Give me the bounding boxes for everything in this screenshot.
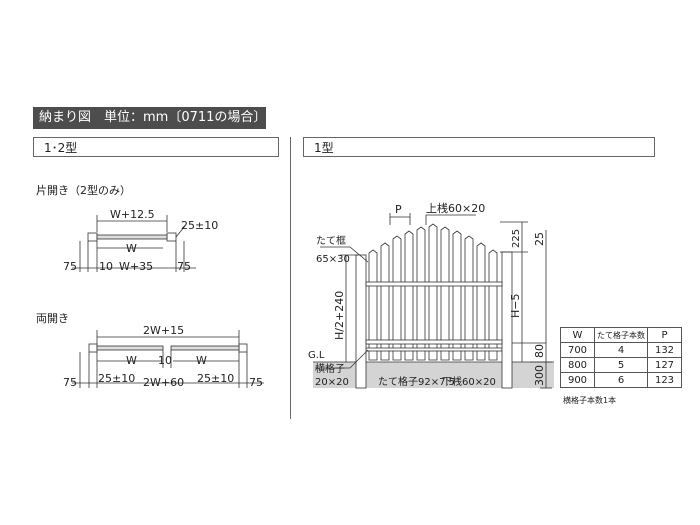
picket-bar — [392, 235, 402, 361]
left-post — [355, 254, 367, 389]
dim-25: 25 — [533, 232, 546, 246]
dim-300: 300 — [533, 365, 546, 386]
single-dim-top: W+12.5 — [110, 208, 155, 221]
table-header-cell: P — [647, 327, 682, 343]
single-dim-left: 75 — [63, 260, 77, 273]
picket-bar — [488, 249, 498, 361]
picket-bar — [428, 223, 438, 361]
picket-bar — [404, 230, 414, 361]
gate-elevation-drawing: P 上桟60×20 たて框 65×30 G.L 横格子 20×20 たて格子92… — [308, 201, 554, 389]
table-cell: 132 — [647, 342, 682, 358]
pitch-label: P — [395, 203, 402, 216]
section-title: 納まり図 単位：mm〔0711の場合〕 — [33, 107, 266, 129]
picket-bar — [440, 226, 450, 361]
top-rail — [365, 281, 503, 287]
picket-bar — [452, 230, 462, 361]
table-header-row: W たて格子本数 P — [560, 327, 682, 343]
horizontal-bar-name: 横格子 — [315, 362, 345, 375]
horizontal-bar — [365, 347, 503, 352]
picket-bar — [368, 249, 378, 361]
double-gate-plan — [72, 330, 264, 388]
double-dim-right: 75 — [249, 376, 263, 389]
single-dim-tolerance: 25±10 — [181, 219, 218, 232]
double-dim-w-right: W — [196, 354, 207, 367]
double-dim-bottom: 2W+60 — [143, 376, 184, 389]
double-dim-tol-left: 25±10 — [98, 372, 135, 385]
ground-band — [313, 362, 554, 388]
table-cell: 6 — [594, 372, 648, 388]
panel-divider — [290, 137, 291, 419]
single-dim-bottom: W+35 — [119, 260, 153, 273]
double-dim-gap: 10 — [158, 354, 172, 367]
table-row: 800 5 127 — [560, 357, 682, 373]
tab-type-1: 1型 — [303, 137, 655, 157]
table-cell: 127 — [647, 357, 682, 373]
table-cell: 800 — [560, 357, 595, 373]
picket-bar — [416, 226, 426, 361]
dim-80: 80 — [533, 344, 546, 358]
table-row: 700 4 132 — [560, 342, 682, 358]
tab-type-1-2: 1･2型 — [33, 137, 279, 157]
table-row: 900 6 123 — [560, 372, 682, 388]
double-swing-label: 両開き — [36, 312, 69, 325]
picket-bar — [380, 242, 390, 361]
double-dim-tol-right: 25±10 — [197, 372, 234, 385]
dim-height-left: H/2+240 — [333, 291, 346, 340]
double-dim-left: 75 — [63, 376, 77, 389]
left-panel-drawing: W+12.5 25±10 W 75 10 W+35 75 2W+15 W 10 … — [63, 208, 264, 389]
table-note: 横格子本数1本 — [563, 396, 617, 405]
vertical-bar-label: たて格子92×7.5 — [378, 375, 455, 388]
table-cell: 5 — [594, 357, 648, 373]
top-rail-label: 上桟60×20 — [426, 201, 485, 215]
right-post — [501, 251, 513, 389]
picket-bar — [476, 242, 486, 361]
ground-label: G.L — [308, 350, 325, 361]
table-cell: 4 — [594, 342, 648, 358]
table-cell: 700 — [560, 342, 595, 358]
bottom-rail-label: 下桟60×20 — [442, 375, 496, 388]
single-dim-mid: W — [126, 242, 137, 255]
table-cell: 900 — [560, 372, 595, 388]
post-size: 65×30 — [316, 254, 350, 265]
gate-bars — [365, 223, 503, 361]
single-gate-plan — [72, 215, 196, 272]
horizontal-bar-size: 20×20 — [315, 377, 349, 388]
post-name: たて框 — [316, 234, 346, 247]
table-header-cell: たて格子本数 — [594, 327, 648, 343]
single-swing-label: 片開き（2型のみ） — [36, 184, 131, 197]
spec-table: W たて格子本数 P 700 4 132 800 5 127 900 6 123 — [560, 327, 682, 388]
single-dim-gap: 10 — [99, 260, 113, 273]
table-header-cell: W — [560, 327, 595, 343]
dim-height-right: H−5 — [509, 294, 522, 319]
double-dim-w-left: W — [126, 354, 137, 367]
picket-bar — [464, 235, 474, 361]
single-dim-right: 75 — [177, 260, 191, 273]
bottom-rail — [365, 339, 503, 345]
table-cell: 123 — [647, 372, 682, 388]
dim-225: 225 — [511, 229, 522, 248]
double-dim-top: 2W+15 — [143, 324, 184, 337]
